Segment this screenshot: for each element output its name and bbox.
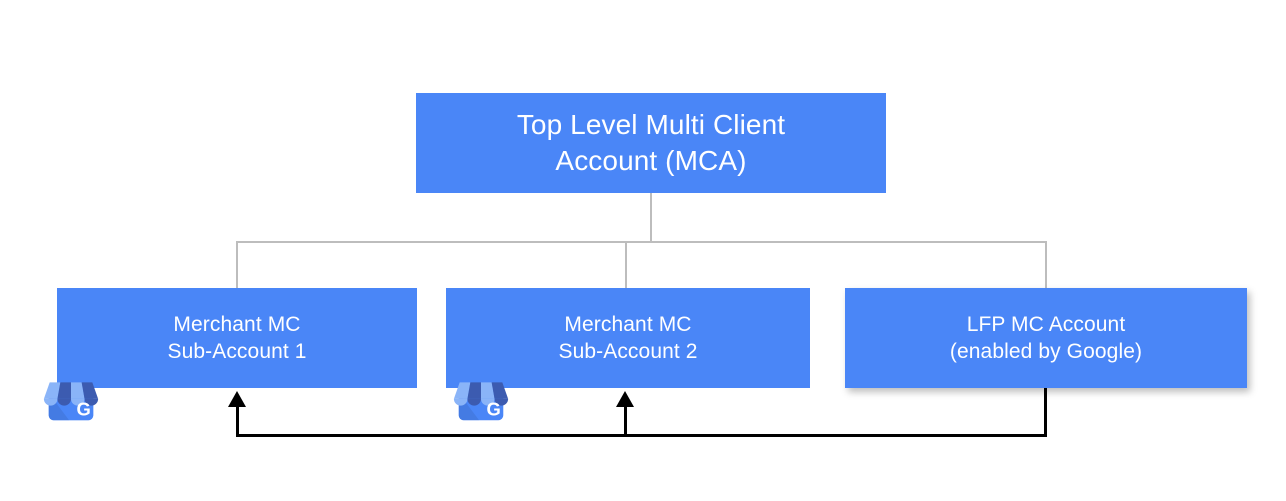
top-level-mca-node[interactable]: Top Level Multi Client Account (MCA): [416, 93, 886, 193]
connector-horizontal-bus: [236, 241, 1047, 243]
google-my-business-icon: G: [43, 382, 99, 421]
merchant-mc-sub-account-2-label: Merchant MC Sub-Account 2: [558, 312, 698, 363]
feedback-line-from-lfp: [1044, 388, 1047, 437]
feedback-line-to-sub-account-2: [624, 406, 627, 435]
connector-drop-child-2: [625, 241, 627, 289]
svg-text:G: G: [486, 398, 500, 419]
google-my-business-icon: G: [453, 382, 509, 421]
lfp-mc-account-node[interactable]: LFP MC Account (enabled by Google): [845, 288, 1247, 388]
feedback-line-horizontal: [236, 434, 1046, 437]
top-level-mca-label: Top Level Multi Client Account (MCA): [516, 108, 786, 176]
connector-drop-child-1: [236, 241, 238, 289]
merchant-mc-sub-account-2-node[interactable]: Merchant MC Sub-Account 2: [446, 288, 810, 388]
lfp-mc-account-label: LFP MC Account (enabled by Google): [949, 312, 1143, 363]
connector-stem-vertical: [650, 193, 652, 242]
svg-text:G: G: [76, 398, 90, 419]
merchant-mc-sub-account-1-node[interactable]: Merchant MC Sub-Account 1: [57, 288, 417, 388]
arrowhead-to-sub-account-1: [228, 391, 246, 407]
merchant-mc-sub-account-1-label: Merchant MC Sub-Account 1: [167, 312, 307, 363]
arrowhead-to-sub-account-2: [616, 391, 634, 407]
feedback-line-to-sub-account-1: [236, 406, 239, 435]
connector-drop-child-3: [1045, 241, 1047, 289]
